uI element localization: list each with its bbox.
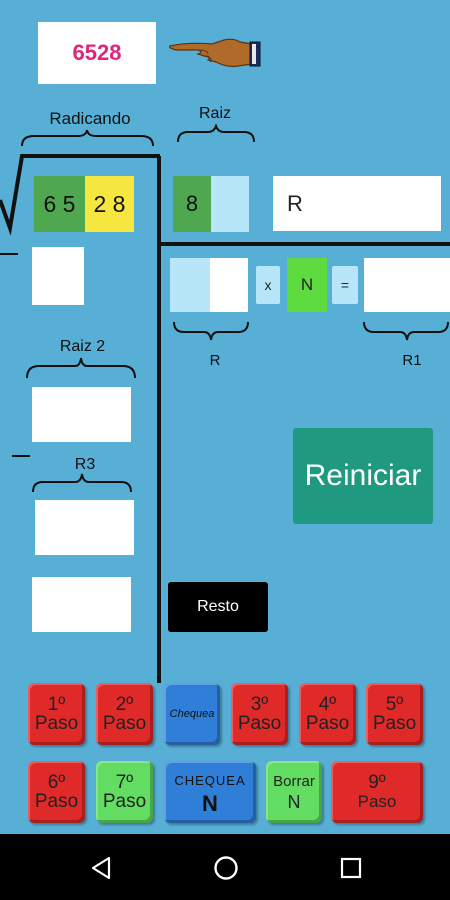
equals-sign: = [332,266,358,304]
radicand-yellow-digits: 2 8 [93,190,126,217]
chequea-label: Chequea [169,708,215,720]
reiniciar-button[interactable]: Reiniciar [293,428,433,524]
root-digit-cell: 8 [173,176,211,232]
r3-box[interactable] [35,500,134,555]
paso2-number: 2º [115,694,134,715]
paso6-word: Paso [34,791,79,812]
r-field[interactable]: R [273,176,441,231]
borrar-n-button[interactable]: Borrar N [266,761,322,823]
paso4-word: Paso [305,713,350,734]
r3-brace [32,473,132,493]
r1-brace [363,321,449,341]
root-digit: 8 [185,191,199,216]
reiniciar-label: Reiniciar [304,459,422,492]
radicando-label: Radicando [49,109,131,128]
r-field-value: R [287,190,303,216]
r1-box[interactable] [364,258,450,312]
chequea-button[interactable]: Chequea [164,683,220,745]
raiz-label: Raiz [198,105,231,122]
equals-sign-text: = [340,277,350,293]
division-horizontal-line [161,242,450,246]
radicand-yellow-cell: 2 8 [85,176,134,232]
subtraction-box-1[interactable] [32,247,84,305]
chequea-n-letter: N [202,791,218,816]
paso2-word: Paso [102,713,147,734]
chequea-n-button[interactable]: CHEQUEA N [164,761,256,823]
chequea-n-label: CHEQUEA [174,773,246,788]
paso5-word: Paso [372,713,417,734]
resto-label: Resto [197,598,239,615]
pointing-hand-icon [168,36,263,70]
borrar-label: Borrar [273,773,315,790]
back-icon[interactable] [90,856,112,880]
times-sign: x [256,266,280,304]
paso3-word: Paso [237,713,282,734]
minus-mark-1 [0,253,18,255]
n-cell[interactable]: N [287,258,327,312]
borrar-n-letter: N [287,792,301,812]
r-cell-light[interactable] [170,258,210,312]
paso1-number: 1º [47,694,66,715]
r-brace [173,321,249,341]
number-display-value: 6528 [72,40,122,65]
paso9-number: 9º [368,772,386,793]
r1-label: R1 [402,352,422,369]
division-vertical-line [157,156,161,683]
r-cell-white[interactable] [210,258,248,312]
paso3-number: 3º [250,694,269,715]
root-next-digit-cell[interactable] [211,176,249,232]
paso9-word: Paso [357,792,397,811]
result-box[interactable] [32,577,131,632]
paso5-number: 5º [385,694,404,715]
paso7-number: 7º [115,772,134,793]
raiz2-label: Raiz 2 [59,338,106,355]
minus-mark-2 [12,455,30,457]
paso6-number: 6º [47,772,66,793]
paso1-word: Paso [34,713,79,734]
paso7-word: Paso [102,791,147,812]
times-sign-text: x [264,277,272,293]
radicand-green-digits: 6 5 [43,190,76,217]
home-icon[interactable] [213,855,239,881]
r3-label: R3 [74,456,96,473]
resto-button[interactable]: Resto [168,582,268,632]
radical-sign [0,154,160,236]
system-nav-bar [0,834,450,900]
number-display: 6528 [38,22,156,84]
raiz2-brace [26,357,136,379]
paso4-number: 4º [318,694,337,715]
r-under-label: R [209,352,221,369]
radicando-brace [21,129,154,147]
raiz2-box[interactable] [32,387,131,442]
n-cell-text: N [300,275,314,294]
radicand-green-cell: 6 5 [34,176,85,232]
raiz-brace [177,124,255,143]
recents-icon[interactable] [340,857,362,879]
